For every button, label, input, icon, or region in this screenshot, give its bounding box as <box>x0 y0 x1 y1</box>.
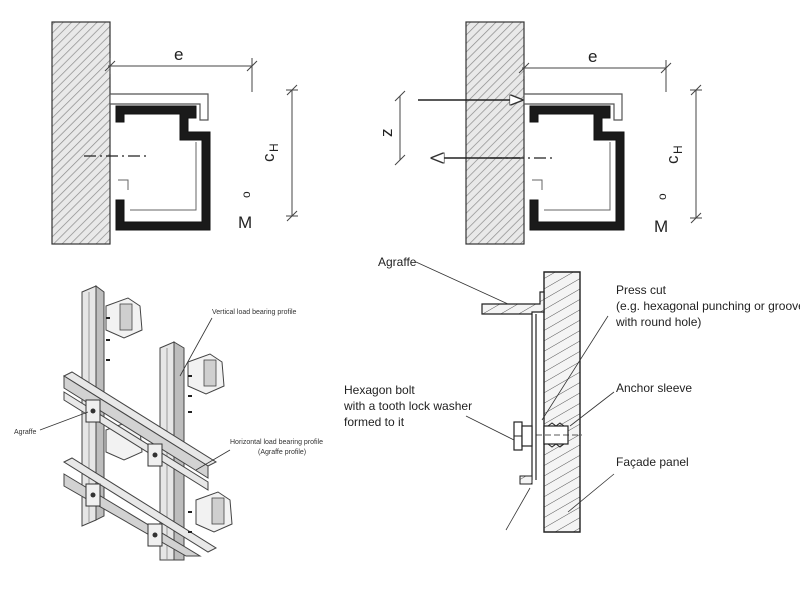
wall-bracket <box>105 297 143 339</box>
wall-bracket <box>187 353 225 395</box>
label-press-cut-3: with round hole) <box>615 315 701 329</box>
wall-hatched <box>51 21 111 245</box>
label-bolt-1: Hexagon bolt <box>344 383 415 397</box>
hexagon-bolt <box>513 421 533 451</box>
profile-inner-line <box>532 142 611 211</box>
facade-panel <box>543 271 581 533</box>
dim-ch-label: c <box>259 153 278 162</box>
label-horizontal-profile-1: Horizontal load bearing profile <box>230 439 323 446</box>
moment-sub: o <box>239 191 253 198</box>
profile-detail-right: z e c H M o <box>377 21 702 245</box>
label-facade-panel: Façade panel <box>616 455 689 469</box>
substructure-isometric: Vertical load bearing profile Agraffe Ho… <box>14 285 323 561</box>
label-vertical-profile: Vertical load bearing profile <box>212 309 297 316</box>
label-anchor-sleeve: Anchor sleeve <box>616 381 692 395</box>
leader-anchor-sleeve <box>569 391 615 427</box>
leader-horizontal-profile <box>195 449 231 471</box>
anchor-sleeve <box>536 422 582 448</box>
dim-e-label: e <box>588 47 597 66</box>
label-agraffe: Agraffe <box>14 429 37 436</box>
profile-outline-outer <box>523 93 623 121</box>
profile-inner-line <box>118 142 197 211</box>
label-press-cut-1: Press cut <box>616 283 667 297</box>
leader-bolt <box>465 415 515 441</box>
profile-thick <box>115 105 211 231</box>
leader-agraffe <box>39 411 89 431</box>
leader-agraffe <box>415 261 509 305</box>
agraffe-profile <box>481 291 545 315</box>
leader-facade-panel <box>567 473 615 513</box>
profile-outline-outer <box>109 93 209 121</box>
moment-symbol: M <box>238 213 252 232</box>
profile-detail-left: e c H M o <box>51 21 298 245</box>
label-press-cut-2: (e.g. hexagonal punching or groove <box>616 299 800 313</box>
label-horizontal-profile-2: (Agraffe profile) <box>258 449 306 456</box>
moment-symbol: M <box>654 217 668 236</box>
label-agraffe: Agraffe <box>378 255 417 269</box>
leader-press-cut <box>541 315 609 421</box>
dim-ch-label: c <box>663 155 682 164</box>
wall-hatched <box>465 21 525 245</box>
moment-sub: o <box>655 193 669 200</box>
anchor-section-detail: Agraffe Press cut (e.g. hexagonal punchi… <box>343 255 800 533</box>
dim-e-label: e <box>174 45 183 64</box>
label-bolt-2: with a tooth lock washer <box>343 399 472 413</box>
dim-ch-sub: H <box>671 145 685 154</box>
wall-bracket <box>195 491 233 533</box>
dim-ch-sub: H <box>267 143 281 152</box>
label-bolt-3: formed to it <box>344 415 405 429</box>
leader-vertical-profile <box>179 317 213 377</box>
profile-thick <box>529 105 625 231</box>
dim-z-label: z <box>377 129 396 138</box>
